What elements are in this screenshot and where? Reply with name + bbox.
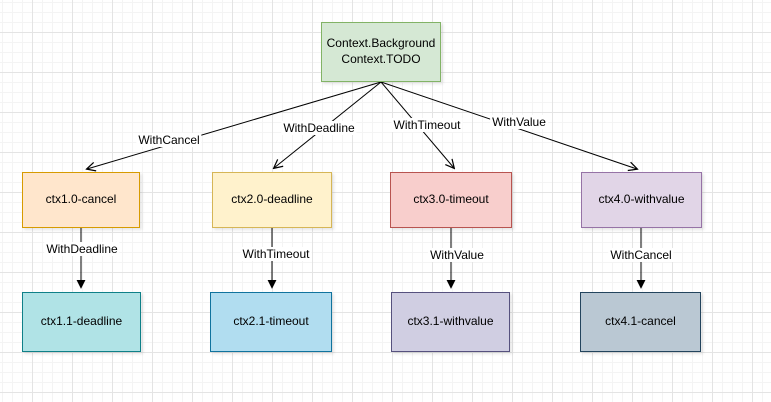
edge-label-withvalue-mid[interactable]: WithValue <box>428 248 486 262</box>
node-label: ctx1.1-deadline <box>40 314 123 329</box>
node-ctx2-1-timeout[interactable]: ctx2.1-timeout <box>210 292 332 352</box>
node-label: ctx1.0-cancel <box>45 192 117 207</box>
node-label: ctx2.1-timeout <box>233 314 309 329</box>
edge-root-to-ctx1-0[interactable] <box>87 81 382 169</box>
node-ctx3-0-timeout[interactable]: ctx3.0-timeout <box>390 172 512 228</box>
node-label: ctx4.1-cancel <box>605 314 676 329</box>
edge-label-withdeadline-mid[interactable]: WithDeadline <box>44 242 120 256</box>
node-context-root[interactable]: Context.Background Context.TODO <box>321 22 441 82</box>
node-ctx4-0-withvalue[interactable]: ctx4.0-withvalue <box>581 172 702 228</box>
node-ctx2-0-deadline[interactable]: ctx2.0-deadline <box>212 172 332 228</box>
edge-label-withtimeout-mid[interactable]: WithTimeout <box>240 247 312 261</box>
node-label: ctx4.0-withvalue <box>598 192 685 207</box>
node-ctx3-1-withvalue[interactable]: ctx3.1-withvalue <box>391 292 510 352</box>
node-label: ctx2.0-deadline <box>231 192 313 207</box>
edge-label-withdeadline-root[interactable]: WithDeadline <box>281 121 357 135</box>
node-context-root-label: Context.Background Context.TODO <box>326 36 436 66</box>
node-label: ctx3.1-withvalue <box>407 314 494 329</box>
node-ctx4-1-cancel[interactable]: ctx4.1-cancel <box>580 292 701 352</box>
edge-label-withcancel-root[interactable]: WithCancel <box>136 133 202 147</box>
edge-label-withcancel-mid[interactable]: WithCancel <box>608 248 674 262</box>
node-label: ctx3.0-timeout <box>413 192 489 207</box>
node-ctx1-1-deadline[interactable]: ctx1.1-deadline <box>22 292 141 352</box>
edge-label-withtimeout-root[interactable]: WithTimeout <box>391 118 463 132</box>
node-ctx1-0-cancel[interactable]: ctx1.0-cancel <box>22 172 140 228</box>
edge-label-withvalue-root[interactable]: WithValue <box>490 115 548 129</box>
